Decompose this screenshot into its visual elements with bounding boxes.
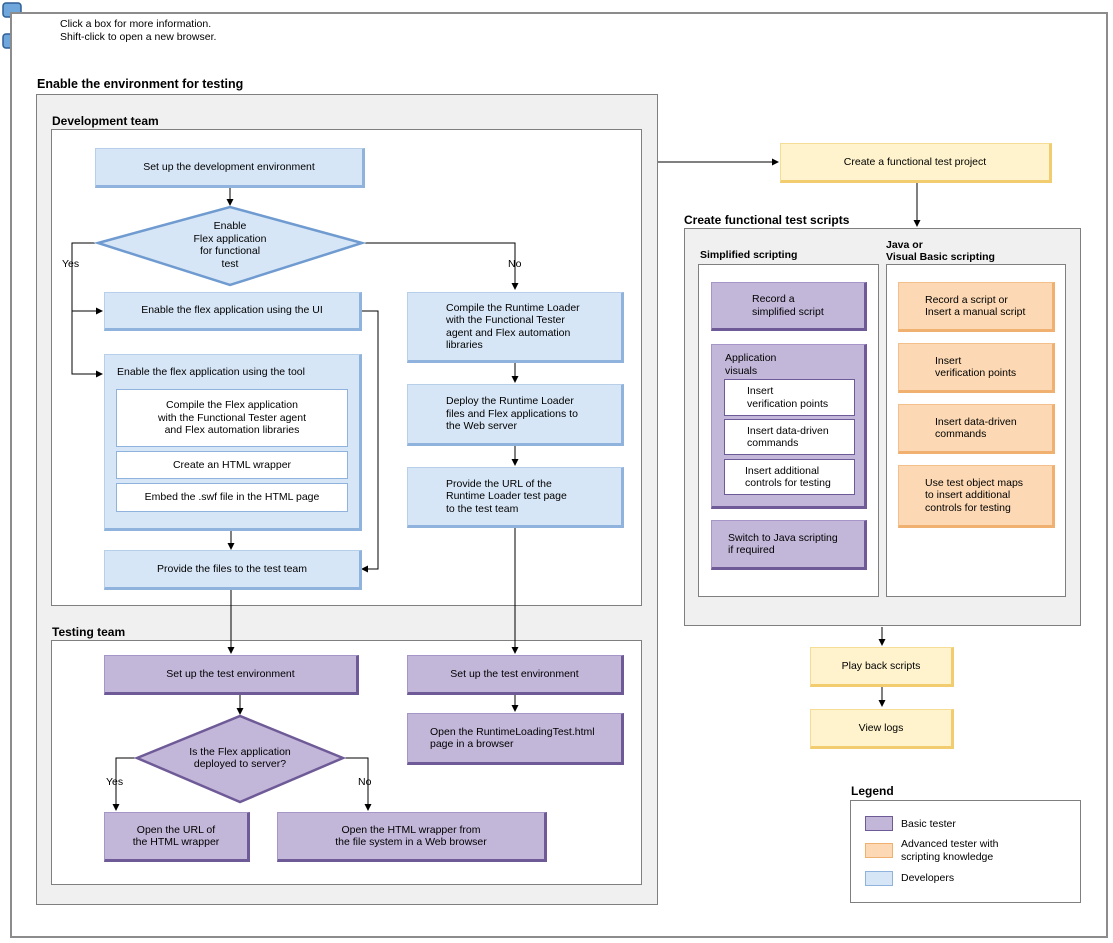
setup-test-environment-right-box[interactable]: Set up the test environment: [407, 655, 624, 695]
create-html-wrapper-box[interactable]: Create an HTML wrapper: [116, 451, 348, 479]
open-html-wrapper-box[interactable]: Open the HTML wrapper from the file syst…: [277, 812, 547, 862]
record-simplified-script-box[interactable]: Record a simplified script: [711, 282, 867, 331]
insert-verification-points-simple-box[interactable]: Insert verification points: [724, 379, 855, 416]
legend-label-basic: Basic tester: [901, 818, 956, 830]
switch-java-scripting-box[interactable]: Switch to Java scripting if required: [711, 520, 867, 570]
yes-label-test: Yes: [106, 776, 124, 788]
insert-additional-controls-box[interactable]: Insert additional controls for testing: [724, 459, 855, 495]
application-visuals-label: Application visuals: [725, 352, 777, 377]
provide-url-box[interactable]: Provide the URL of the Runtime Loader te…: [407, 467, 624, 528]
section-testing-team: Testing team: [52, 625, 126, 639]
section-enable-environment: Enable the environment for testing: [37, 77, 244, 91]
decision-flex-deployed: [133, 714, 347, 804]
setup-dev-environment-box[interactable]: Set up the development environment: [95, 148, 365, 188]
play-back-scripts-box[interactable]: Play back scripts: [810, 647, 954, 687]
enable-flex-tool-label: Enable the flex application using the to…: [117, 366, 305, 378]
decision-enable-flex: [93, 205, 367, 287]
legend-swatch-developers: [865, 871, 893, 886]
open-url-wrapper-box[interactable]: Open the URL of the HTML wrapper: [104, 812, 250, 862]
section-development-team: Development team: [52, 114, 159, 128]
no-label-test: No: [358, 776, 372, 788]
yes-label-dev: Yes: [62, 258, 80, 270]
insert-data-driven-adv-box[interactable]: Insert data-driven commands: [898, 404, 1055, 454]
provide-files-box[interactable]: Provide the files to the test team: [104, 550, 362, 590]
insert-data-driven-simple-box[interactable]: Insert data-driven commands: [724, 419, 855, 455]
create-test-project-box[interactable]: Create a functional test project: [780, 143, 1052, 183]
record-manual-script-box[interactable]: Record a script or Insert a manual scrip…: [898, 282, 1055, 332]
hint-line-2: Shift-click to open a new browser.: [60, 31, 217, 43]
compile-runtime-loader-box[interactable]: Compile the Runtime Loader with the Func…: [407, 292, 624, 363]
section-create-scripts: Create functional test scripts: [684, 213, 850, 227]
embed-swf-box[interactable]: Embed the .swf file in the HTML page: [116, 483, 348, 512]
section-simplified-scripting: Simplified scripting: [700, 249, 798, 261]
legend-title: Legend: [851, 784, 894, 798]
decision-enable-flex-label[interactable]: Enable Flex application for functional t…: [193, 220, 267, 270]
legend-swatch-advanced: [865, 843, 893, 858]
section-java-vb-scripting: Java or Visual Basic scripting: [886, 239, 995, 263]
setup-test-environment-left-box[interactable]: Set up the test environment: [104, 655, 359, 695]
legend-label-developers: Developers: [901, 872, 955, 884]
hint-line-1: Click a box for more information.: [60, 18, 212, 30]
view-logs-box[interactable]: View logs: [810, 709, 954, 749]
insert-verification-points-adv-box[interactable]: Insert verification points: [898, 343, 1055, 393]
legend-label-advanced: Advanced tester with scripting knowledge: [901, 838, 999, 863]
no-label-dev: No: [508, 258, 522, 270]
compile-flex-app-box[interactable]: Compile the Flex application with the Fu…: [116, 389, 348, 447]
open-runtime-loading-test-box[interactable]: Open the RuntimeLoadingTest.html page in…: [407, 713, 624, 765]
legend-swatch-basic: [865, 816, 893, 831]
use-test-object-maps-box[interactable]: Use test object maps to insert additiona…: [898, 465, 1055, 528]
enable-flex-ui-box[interactable]: Enable the flex application using the UI: [104, 292, 362, 331]
decision-flex-deployed-label[interactable]: Is the Flex application deployed to serv…: [189, 745, 291, 771]
deploy-runtime-loader-box[interactable]: Deploy the Runtime Loader files and Flex…: [407, 384, 624, 446]
